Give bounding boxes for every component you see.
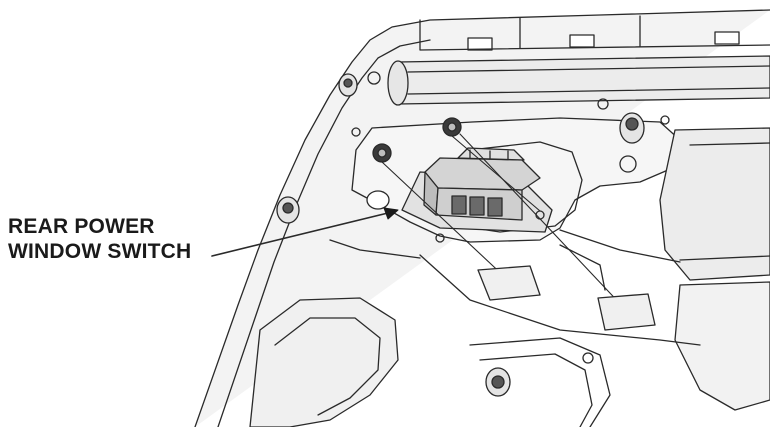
switch-rocker-1: [451, 195, 467, 215]
fastener-left: [372, 143, 392, 163]
upper-trim-bar: [397, 55, 770, 105]
lower-left-armrest-inner: [274, 317, 381, 416]
panel-contour-4: [329, 239, 421, 259]
panel-contour-3: [559, 244, 606, 291]
callout-arrowhead: [383, 207, 399, 220]
switch-rocker-3: [487, 197, 503, 217]
fastener-guide-line-3: [381, 161, 509, 281]
trim-bar-bolt: [367, 71, 381, 85]
lower-center-contour: [469, 337, 611, 427]
rear-power-window-switch: [401, 147, 553, 233]
trim-bar-end: [387, 60, 409, 106]
fastener-guide-line-1: [451, 135, 541, 212]
lower-left-armrest: [249, 297, 399, 427]
panel-contour-1: [559, 229, 681, 263]
lower-clip-pad-1: [477, 265, 541, 301]
panel-hole-left: [366, 190, 390, 210]
trim-clip-slot-3: [714, 31, 740, 45]
left-mount-bolt: [282, 202, 294, 214]
lower-center-contour-2: [479, 353, 593, 427]
lower-small-hole: [582, 352, 594, 364]
trim-clip-slot-1: [467, 37, 493, 51]
lower-clip-pad-2: [597, 293, 656, 331]
callout-line-2: WINDOW SWITCH: [8, 240, 192, 263]
trim-clip-slot-2: [569, 34, 595, 48]
right-inner-panel: [659, 127, 770, 281]
fastener-guide-line-2: [459, 133, 626, 310]
panel-small-hole-4: [435, 233, 445, 243]
panel-small-hole-2: [597, 98, 609, 110]
callout-leader-line: [211, 211, 393, 257]
panel-small-hole-3: [660, 115, 670, 125]
switch-rocker-2: [469, 196, 485, 216]
fastener-upper: [442, 117, 462, 137]
panel-contour-2: [419, 254, 701, 346]
right-inner-panel-edge: [679, 142, 770, 261]
panel-small-hole-1: [351, 127, 361, 137]
upper-trim-recess: [419, 15, 770, 51]
left-mount-bolt-upper: [343, 78, 353, 88]
upper-trim-bar-lip: [407, 65, 770, 95]
lower-mount-bolt: [491, 375, 505, 389]
callout-line-1: REAR POWER: [8, 215, 155, 238]
switch-callout-label: REAR POWER WINDOW SWITCH: [8, 214, 191, 264]
lower-right-pocket: [674, 281, 770, 411]
right-mount-bolt: [625, 117, 639, 131]
door-panel-edge-inner: [217, 39, 431, 427]
switch-top-face: [424, 157, 541, 191]
right-mount-boss-2: [619, 155, 637, 173]
